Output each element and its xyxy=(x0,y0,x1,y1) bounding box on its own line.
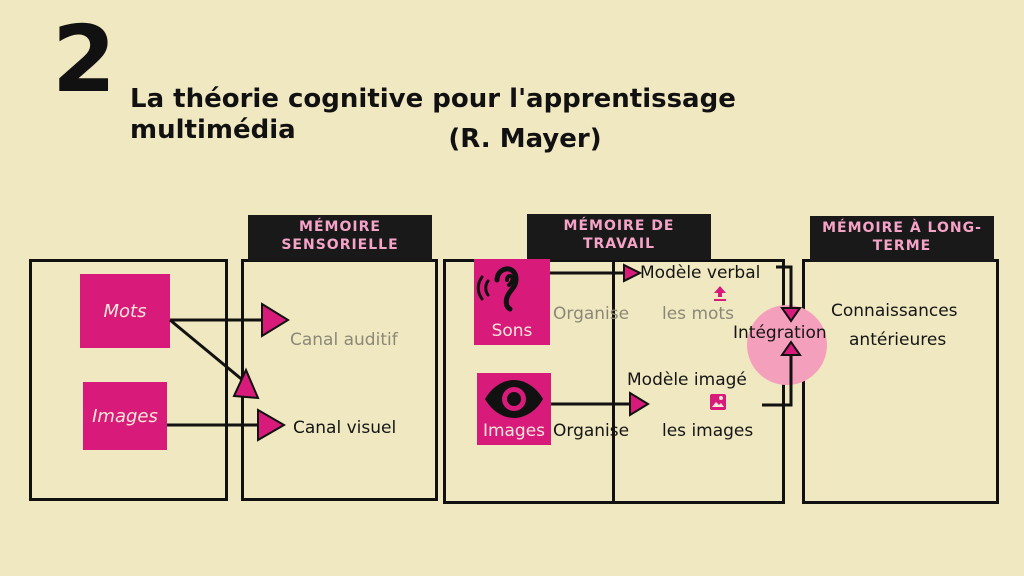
connector-image-to-integration xyxy=(762,355,793,407)
sounds-box: Sons xyxy=(474,259,550,345)
auditory-channel-label: Canal auditif xyxy=(290,330,398,350)
section-number: 2 xyxy=(52,6,117,113)
working-memory-divider xyxy=(612,259,615,504)
images-input-box: Images xyxy=(83,382,167,450)
arrow-head-icon xyxy=(629,391,650,417)
verbal-model-label: Modèle verbal xyxy=(640,263,761,283)
images-working-box: Images xyxy=(477,373,551,445)
words-input-box: Mots xyxy=(80,274,170,348)
arrow-head-icon xyxy=(261,302,290,338)
prior-knowledge-line2: antérieures xyxy=(849,330,947,350)
image-icon xyxy=(709,393,727,411)
arrow-head-icon xyxy=(232,367,260,400)
image-model-label: Modèle imagé xyxy=(627,370,747,390)
eye-icon xyxy=(485,380,543,418)
working-memory-header-text: MÉMOIRE DE TRAVAIL xyxy=(563,218,675,253)
prior-knowledge-line1: Connaissances xyxy=(831,301,958,321)
images-working-label: Images xyxy=(482,421,546,441)
sensory-memory-header-text: MÉMOIRE SENSORIELLE xyxy=(281,219,399,254)
organise-images-label: Organise xyxy=(553,421,630,441)
page-title: La théorie cognitive pour l'apprentissag… xyxy=(130,84,736,146)
arrow-head-icon xyxy=(780,340,802,356)
long-term-memory-header: MÉMOIRE À LONG-TERME xyxy=(810,216,994,262)
page-subtitle: (R. Mayer) xyxy=(448,124,602,154)
input-frame xyxy=(29,259,228,501)
arrow-head-icon xyxy=(623,263,643,283)
integration-label: Intégration xyxy=(733,323,827,343)
upload-icon xyxy=(711,284,729,302)
working-memory-header: MÉMOIRE DE TRAVAIL xyxy=(527,214,711,260)
images-input-label: Images xyxy=(92,405,158,427)
arrow-head-icon xyxy=(257,408,287,442)
words-input-label: Mots xyxy=(103,300,147,322)
sensory-memory-header: MÉMOIRE SENSORIELLE xyxy=(248,215,432,261)
ear-icon xyxy=(476,266,519,312)
sounds-label: Sons xyxy=(491,321,533,341)
long-term-memory-header-text: MÉMOIRE À LONG-TERME xyxy=(822,220,982,255)
connector-words-to-visual xyxy=(169,318,246,384)
words-label: les mots xyxy=(662,304,734,324)
organise-words-label: Organise xyxy=(553,304,630,324)
arrow-head-icon xyxy=(780,307,802,323)
visual-channel-label: Canal visuel xyxy=(293,418,397,438)
images-label: les images xyxy=(662,421,754,441)
integration-highlight xyxy=(747,305,827,385)
connector-verbal-to-integration xyxy=(776,265,793,308)
